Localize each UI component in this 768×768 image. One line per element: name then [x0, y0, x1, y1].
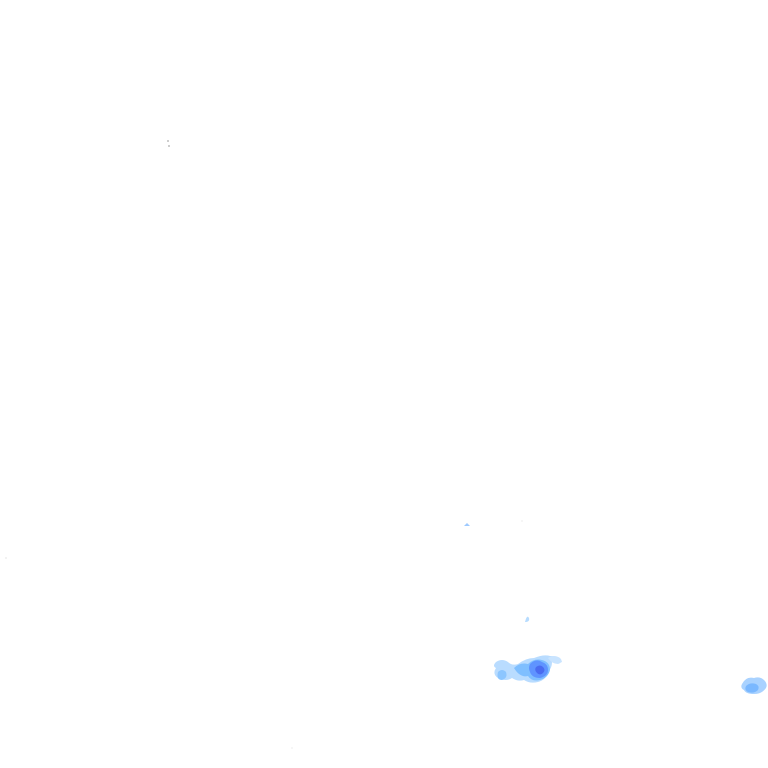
- speck: [167, 140, 169, 142]
- precipitation-cluster-main: [494, 655, 562, 683]
- echo-medium: [745, 683, 759, 693]
- echo-core: [535, 665, 545, 675]
- speck: [168, 145, 170, 147]
- small-echoes: [464, 523, 530, 622]
- echo-medium: [497, 670, 507, 680]
- speck: [291, 747, 293, 749]
- map-specks: [5, 140, 523, 749]
- speck: [5, 557, 7, 559]
- echo-speck: [464, 523, 470, 526]
- speck: [521, 520, 523, 522]
- precipitation-cluster-edge: [741, 677, 767, 694]
- echo-speck: [525, 616, 530, 622]
- echo-light: [548, 656, 562, 664]
